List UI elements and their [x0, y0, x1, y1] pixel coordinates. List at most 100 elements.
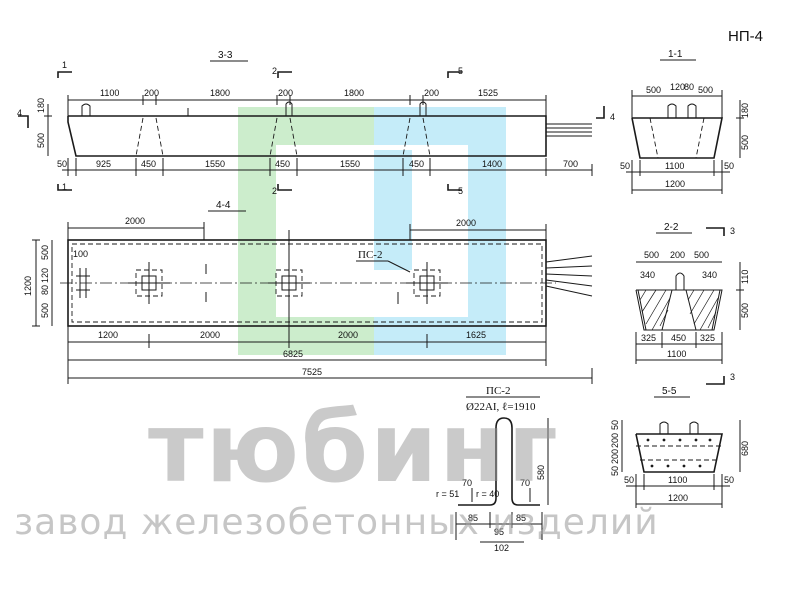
plan-dim-left-120: 120: [40, 268, 50, 283]
marker-2-top: 2: [272, 66, 292, 78]
s22-top-500b: 500: [694, 250, 709, 260]
s55-left-200b: 200: [610, 449, 620, 464]
detail-height: 580: [536, 465, 546, 480]
section-2-2-title: 2-2: [664, 222, 679, 233]
plan-dim-left-80: 80: [40, 285, 50, 295]
section-4-4: 4-4 2000 2000 100: [23, 200, 593, 384]
dim-bot-5: 450: [275, 159, 290, 169]
detail-r1: r = 51: [436, 489, 459, 499]
s55-bot-1100: 1100: [668, 475, 687, 485]
plan-dim-bot-2: 2000: [200, 330, 220, 340]
section-4-4-title: 4-4: [216, 200, 231, 211]
s22-top-500a: 500: [644, 250, 659, 260]
dim-bot-8: 1400: [482, 159, 502, 169]
s22-top-200: 200: [670, 250, 685, 260]
plan-dim-top-left: 2000: [125, 216, 145, 226]
s11-top-120: 120: [670, 82, 685, 92]
dim-top-7: 1525: [478, 88, 498, 98]
dim-bot-7: 450: [409, 159, 424, 169]
svg-text:5: 5: [458, 66, 463, 76]
s55-bot-50a: 50: [624, 475, 634, 485]
section-3-3: 3-3 1 2 5 1 2 5 4: [17, 50, 615, 196]
s55-left-50a: 50: [610, 420, 620, 430]
dim-bot-6: 1550: [340, 159, 360, 169]
detail-ps2: ПС-2 Ø22АI, ℓ=1910 580 70 70 r = 51 r = …: [436, 385, 549, 553]
s55-width: 1200: [668, 493, 688, 503]
marker-1-top: 1: [57, 60, 72, 78]
dim-bot-1: 50: [57, 159, 67, 169]
s22-right-340: 340: [702, 270, 717, 280]
svg-text:4: 4: [610, 112, 615, 122]
marker-1-bottom: 1: [57, 182, 72, 192]
watermark-logo: [238, 107, 506, 355]
ps2-label: ПС-2: [358, 249, 382, 261]
dim-top-6: 200: [424, 88, 439, 98]
dim-top-3: 1800: [210, 88, 230, 98]
detail-bot-85b: 85: [516, 513, 526, 523]
plan-dim-bot-1: 1200: [98, 330, 118, 340]
svg-text:2: 2: [272, 186, 277, 196]
detail-bot-95: 95: [494, 527, 504, 537]
detail-spec: Ø22АI, ℓ=1910: [466, 401, 536, 413]
sheet-code: НП-4: [728, 28, 763, 45]
s55-left-200a: 200: [610, 433, 620, 448]
plan-dim-left-1200: 1200: [23, 276, 33, 296]
svg-text:2: 2: [272, 66, 277, 76]
s11-bot-1100: 1100: [665, 161, 684, 171]
dim-left-180: 180: [36, 98, 46, 113]
s22-bot-450: 450: [671, 333, 686, 343]
plan-dim-total-inner: 6825: [283, 349, 303, 359]
detail-hook-right: 70: [520, 478, 530, 488]
detail-total: 102: [494, 543, 509, 553]
section-1-1: 1-1 500 120 80 500 180 500 50 1100 50 12…: [620, 49, 750, 194]
svg-text:1: 1: [62, 182, 67, 192]
marker-4-right: 4: [596, 106, 615, 122]
s11-right-500: 500: [740, 135, 750, 150]
s55-bot-50b: 50: [724, 475, 734, 485]
detail-hook-left: 70: [462, 478, 472, 488]
s22-bot-325a: 325: [641, 333, 656, 343]
detail-bot-85a: 85: [468, 513, 478, 523]
plan-dim-left-500a: 500: [40, 245, 50, 260]
dim-bot-9: 700: [563, 159, 578, 169]
section-3-3-title: 3-3: [218, 50, 233, 61]
s11-width: 1200: [665, 179, 685, 189]
section-2-2: 2-2 3 500 200 500 340 340 110 500: [635, 222, 750, 385]
watermark-tagline: завод железобетонных изделий: [14, 502, 659, 543]
dim-bot-2: 925: [96, 159, 111, 169]
hatch-left: [637, 289, 673, 331]
socket-1: [128, 262, 170, 304]
s22-left-340: 340: [640, 270, 655, 280]
watermark-brand: тюбинг: [148, 392, 560, 504]
s11-right-180: 180: [740, 103, 750, 118]
dim-bot-3: 450: [141, 159, 156, 169]
s11-top-80: 80: [684, 82, 694, 92]
dim-top-4: 200: [278, 88, 293, 98]
plan-dim-top-right: 2000: [456, 218, 476, 228]
hatch-right: [685, 289, 721, 331]
svg-text:4: 4: [17, 108, 22, 118]
marker-5-bottom: 5: [447, 184, 463, 196]
socket-3: [406, 262, 448, 304]
detail-title: ПС-2: [486, 385, 510, 397]
plan-dim-left-500b: 500: [40, 303, 50, 318]
plan-dim-bot-4: 1625: [466, 330, 486, 340]
marker-5-top: 5: [447, 66, 463, 78]
dim-top-2: 200: [144, 88, 159, 98]
dim-top-1: 1100: [100, 88, 119, 98]
marker-4-left: 4: [17, 108, 29, 128]
svg-text:3: 3: [730, 372, 735, 382]
dim-left-500: 500: [36, 133, 46, 148]
s22-bot-325b: 325: [700, 333, 715, 343]
svg-text:3: 3: [730, 226, 735, 236]
s11-bot-50a: 50: [620, 161, 630, 171]
s11-top-500a: 500: [646, 85, 661, 95]
section-1-1-title: 1-1: [668, 49, 683, 60]
section-5-5: 5-5 50 200 200 50 680 50 1100 50 1200: [610, 386, 750, 508]
s22-width: 1100: [667, 349, 686, 359]
plan-dim-total: 7525: [302, 367, 322, 377]
s11-bot-50b: 50: [724, 161, 734, 171]
s11-top-500b: 500: [698, 85, 713, 95]
s22-right-500: 500: [740, 303, 750, 318]
